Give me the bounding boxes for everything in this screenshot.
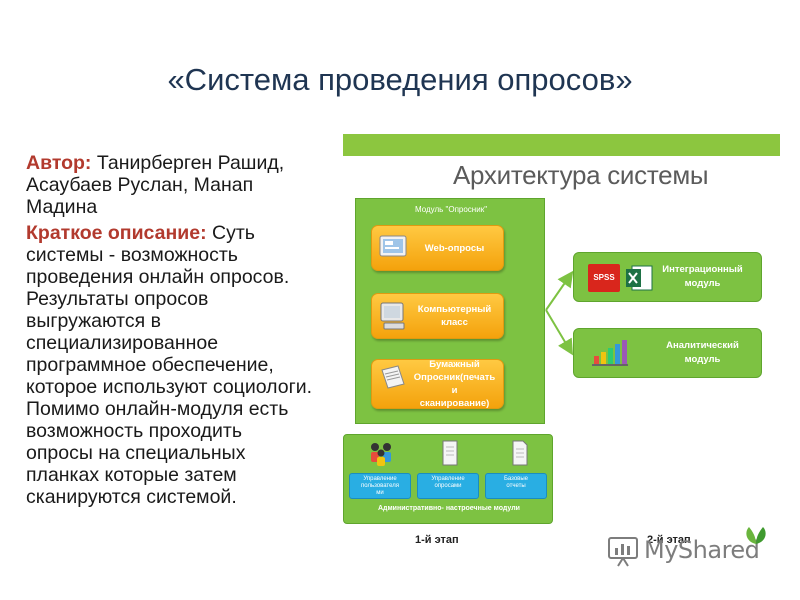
watermark-text: MyShared	[644, 536, 760, 564]
computer-class-block: Компьютерный класс	[371, 293, 504, 339]
architecture-diagram: Архитектура системы Модуль "Опросник" We…	[343, 134, 780, 554]
integration-module-box: SPSS Интеграционный модуль	[573, 252, 762, 302]
connector-arrows	[545, 270, 574, 356]
analytics-module-label: Аналитический модуль	[666, 340, 739, 365]
survey-management-button: Управление опросами	[417, 473, 479, 499]
description-line: выгружаются в	[26, 310, 161, 332]
description-line: сканируются системой.	[26, 486, 237, 508]
basic-reports-button: Базовые отчеты	[485, 473, 547, 499]
description-line: проведения онлайн опросов.	[26, 266, 290, 288]
slide-title: «Система проведения опросов»	[167, 62, 633, 97]
admin-modules-box: Управление пользователя ми Управление оп…	[343, 434, 553, 524]
computer-icon	[380, 302, 405, 330]
leaf-logo-icon	[746, 527, 766, 544]
author-label: Автор:	[26, 152, 92, 174]
spss-icon: SPSS	[588, 264, 620, 292]
description-line: программное обеспечение,	[26, 354, 274, 376]
description-line: опросы на специальных	[26, 442, 246, 464]
admin-modules-label: Административно- настроечные модули	[378, 505, 520, 512]
description-line: Суть	[212, 222, 255, 244]
survey-module-box: Модуль "Опросник" Web-опросы Компьютерны…	[355, 198, 545, 424]
description-line: системы - возможность	[26, 244, 238, 266]
author-line: Мадина	[26, 196, 98, 218]
paper-icon	[381, 365, 405, 389]
description-text: Автор: Танирберген Рашид, Асаубаев Русла…	[26, 152, 344, 532]
integration-module-label: Интеграционный модуль	[662, 264, 743, 289]
web-surveys-label: Web-опросы	[424, 242, 485, 254]
analytics-module-box: Аналитический модуль	[573, 328, 762, 378]
description-line: Помимо онлайн-модуля есть	[26, 398, 289, 420]
stage-1-label: 1-й этап	[415, 534, 459, 546]
author-line: Асаубаев Руслан, Манап	[26, 174, 254, 196]
watermark: MyShared	[606, 527, 791, 570]
description-line: планках которые затем	[26, 464, 237, 486]
top-green-bar	[343, 134, 780, 156]
paper-survey-label: Бумажный Опросник(печать и сканирование)	[413, 359, 496, 409]
arrow-to-integration	[545, 270, 574, 311]
description-line: которое используют социологи.	[26, 376, 313, 398]
users-icon	[371, 443, 391, 466]
arrow-to-analytics	[545, 309, 574, 356]
computer-class-label: Компьютерный класс	[417, 304, 492, 328]
report-icon	[512, 440, 528, 466]
document-icon	[442, 440, 458, 466]
user-management-button: Управление пользователя ми	[349, 473, 411, 499]
bar-chart-icon	[592, 340, 628, 366]
paper-survey-block: Бумажный Опросник(печать и сканирование)	[371, 359, 504, 409]
excel-icon	[626, 265, 653, 291]
diagram-title: Архитектура системы	[453, 160, 709, 190]
survey-module-title: Модуль "Опросник"	[414, 205, 488, 214]
author-line: Танирберген Рашид,	[96, 152, 285, 174]
stage-2-label: 2-й этап	[647, 534, 691, 546]
monitor-icon	[379, 235, 407, 257]
description-line: специализированное	[26, 332, 219, 354]
description-line: Результаты опросов	[26, 288, 209, 310]
description-line: возможность проходить	[26, 420, 242, 442]
web-surveys-block: Web-опросы	[371, 225, 504, 271]
description-label: Краткое описание:	[26, 222, 207, 244]
presentation-icon	[608, 537, 638, 567]
